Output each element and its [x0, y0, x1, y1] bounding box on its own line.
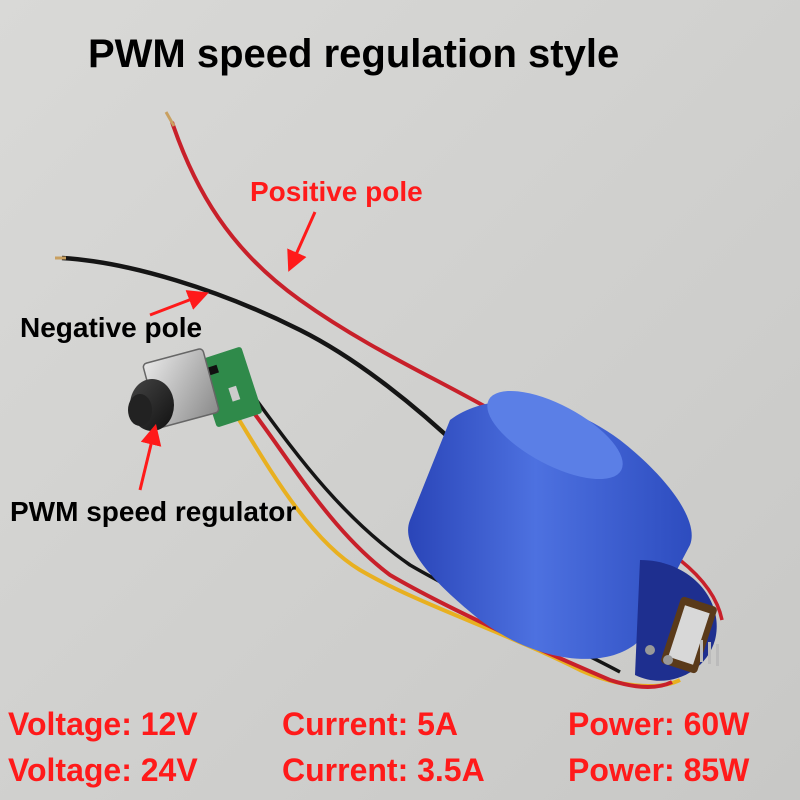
spec-power-1: Power: 60W	[568, 706, 750, 742]
red-wire-right	[678, 558, 724, 621]
spec-voltage-2: Voltage: 24V	[8, 752, 198, 788]
positive-pole-label: Positive pole	[250, 176, 423, 207]
page-title: PWM speed regulation style	[88, 32, 620, 76]
red-wire-tip	[164, 111, 176, 127]
red-wire	[170, 121, 502, 417]
spec-current-1: Current: 5A	[282, 706, 459, 742]
red-wire-lower	[246, 403, 673, 689]
positive-arrow	[287, 211, 317, 272]
regulator-label: PWM speed regulator	[10, 496, 297, 527]
motor	[408, 390, 719, 681]
regulator-arrow	[138, 423, 162, 491]
negative-arrow	[149, 290, 209, 317]
black-wire	[61, 255, 464, 452]
spec-current-2: Current: 3.5A	[282, 752, 485, 788]
spec-voltage-1: Voltage: 12V	[8, 706, 198, 742]
negative-pole-label: Negative pole	[20, 312, 203, 343]
spec-power-2: Power: 85W	[568, 752, 750, 788]
pwm-regulator	[128, 347, 262, 431]
